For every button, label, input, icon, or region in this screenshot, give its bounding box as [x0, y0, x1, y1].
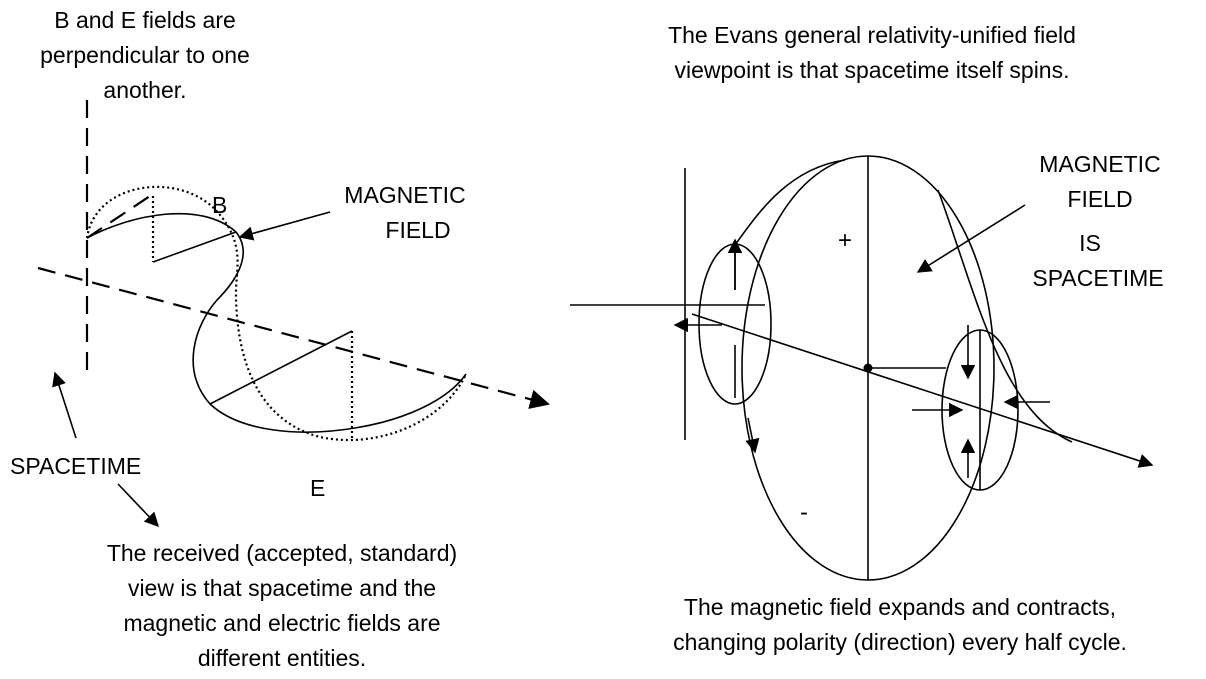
plus-sign: +	[838, 227, 852, 254]
right-caption-bottom-1: The magnetic field expands and contracts…	[684, 594, 1116, 620]
right-magnetic-pointer	[918, 205, 1025, 272]
b-rung-2	[210, 331, 352, 404]
magnetic-pointer	[240, 212, 330, 237]
right-magnetic-label-3: IS	[1079, 230, 1101, 256]
left-caption-bottom-4: different entities.	[198, 645, 366, 671]
spacetime-pointer-down	[118, 484, 158, 526]
right-magnetic-label-2: FIELD	[1067, 186, 1132, 212]
left-caption-top-3: another.	[103, 77, 186, 103]
envelope-lower	[938, 190, 1072, 442]
b-rung-1	[153, 232, 236, 262]
b-wave	[87, 214, 466, 432]
left-caption-bottom-3: magnetic and electric fields are	[123, 610, 440, 636]
left-diagram: B and E fields are perpendicular to one …	[10, 7, 548, 671]
left-magnetic-label-2: FIELD	[385, 217, 450, 243]
left-caption-bottom-2: view is that spacetime and the	[128, 575, 436, 601]
right-caption-bottom-2: changing polarity (direction) every half…	[673, 629, 1127, 655]
propagation-axis	[38, 268, 548, 404]
left-caption-top-1: B and E fields are	[54, 7, 236, 33]
origin-dash	[87, 196, 150, 238]
right-caption-top-1: The Evans general relativity-unified fie…	[668, 22, 1076, 48]
b-label: B	[212, 192, 227, 218]
diagonal-axis	[692, 314, 1152, 465]
right-magnetic-label-4: SPACETIME	[1032, 265, 1163, 291]
spacetime-label: SPACETIME	[10, 453, 141, 479]
minus-sign: -	[800, 499, 808, 526]
spacetime-pointer-up	[55, 373, 76, 438]
left-caption-bottom-1: The received (accepted, standard)	[107, 540, 457, 566]
e-label: E	[310, 475, 325, 501]
left-caption-top-2: perpendicular to one	[40, 42, 250, 68]
right-caption-top-2: viewpoint is that spacetime itself spins…	[674, 57, 1069, 83]
left-magnetic-label-1: MAGNETIC	[344, 182, 465, 208]
right-diagram: + - The Evans general relativity-unified…	[570, 22, 1164, 655]
right-magnetic-label-1: MAGNETIC	[1039, 151, 1160, 177]
